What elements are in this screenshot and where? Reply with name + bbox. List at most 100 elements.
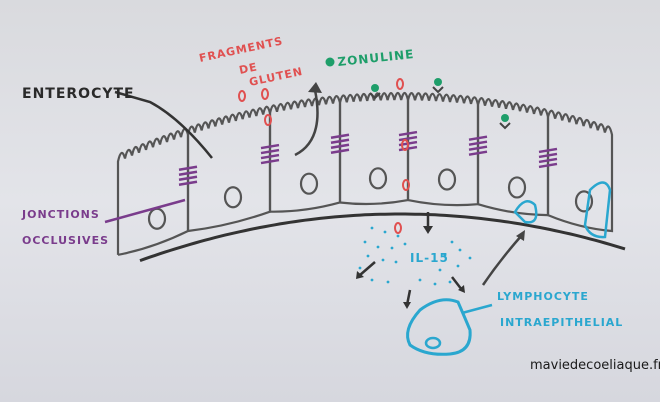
junction-mark — [468, 135, 488, 141]
de-label: DE — [238, 60, 259, 77]
zonuline-label: ZONULINE — [337, 47, 415, 69]
zonuline-molecule — [371, 84, 379, 92]
junction-mark — [330, 148, 350, 155]
il15-dot — [386, 280, 390, 284]
zonuline-dot-icon — [325, 57, 335, 67]
junction-mark — [260, 143, 280, 150]
nucleus — [223, 186, 243, 209]
nucleus — [147, 207, 167, 230]
arrowhead-icon — [458, 285, 465, 293]
il15-dot — [433, 282, 437, 286]
il15-dot — [370, 226, 374, 230]
junction-mark — [178, 165, 198, 171]
junction-mark — [398, 130, 418, 137]
il15-dot — [396, 234, 400, 238]
zonuline-receptor — [499, 122, 511, 130]
nucleus — [368, 167, 388, 190]
junction-mark — [260, 153, 280, 160]
zonuline-receptor — [369, 92, 381, 100]
il15-dot — [438, 268, 442, 272]
il15-dot — [366, 254, 370, 258]
arrowhead-icon — [356, 271, 364, 279]
gluten-fragments — [238, 78, 511, 234]
junction-mark — [330, 133, 350, 140]
zonuline-receptor — [432, 86, 444, 94]
il15-dot — [450, 240, 454, 244]
zonuline-molecule — [501, 114, 509, 122]
il15-dot — [370, 278, 374, 282]
il15-dot — [418, 278, 422, 282]
nucleus — [437, 168, 457, 191]
il15-dot — [363, 240, 367, 244]
il15-dot — [358, 266, 362, 270]
enterocyte — [546, 109, 614, 233]
gluten-fragment — [261, 88, 269, 100]
intraepithelial-label: INTRAEPITHELIAL — [500, 316, 623, 329]
enterocyte-label: ENTEROCYTE — [22, 86, 135, 102]
gluten-fragment — [402, 179, 410, 191]
junction-mark — [330, 143, 350, 150]
gluten-fragment — [394, 222, 402, 234]
lymphocyte-leader-line — [461, 303, 493, 315]
enterocyte — [406, 92, 480, 207]
nucleus — [574, 190, 594, 213]
junction-mark — [468, 140, 488, 146]
enterocyte — [268, 95, 342, 213]
enterocyte — [186, 105, 272, 233]
il15-dot — [468, 256, 472, 260]
gluten-passage-arrow — [294, 89, 319, 157]
junction-mark — [538, 162, 558, 169]
basement-membrane — [139, 212, 626, 263]
il15-arrow-left — [359, 261, 376, 276]
lymphocyte-nucleus — [424, 336, 442, 350]
gluten-fragment — [401, 139, 409, 151]
il15-dot — [448, 280, 452, 284]
il15-dot — [443, 253, 447, 257]
junction-mark — [468, 145, 488, 151]
zonuline-molecule — [434, 78, 442, 86]
enterocyte — [338, 91, 410, 206]
enterocyte — [476, 97, 550, 217]
intraepithelial-lymphocyte — [513, 200, 538, 224]
junction-mark — [178, 180, 198, 186]
fragments-label: FRAGMENTS — [198, 34, 284, 65]
il15-dots — [358, 226, 472, 286]
lymphocyte-migration-arrow — [481, 234, 523, 286]
gluten-fragment — [264, 114, 272, 126]
lymphocyte-label: LYMPHOCYTE — [497, 290, 589, 303]
junction-mark — [468, 150, 488, 156]
junction-mark — [398, 135, 418, 142]
enterocyte-leader-line — [114, 90, 213, 159]
junction-mark — [260, 148, 280, 155]
arrowhead-icon — [516, 230, 525, 241]
occlusives-label: OCCLUSIVES — [22, 234, 109, 247]
lymphocyte-cell — [406, 298, 472, 356]
il15-dot — [376, 245, 380, 249]
website-credit: maviedecoeliaque.fr — [530, 358, 660, 373]
il15-arrow-right — [451, 276, 463, 291]
nucleus — [507, 176, 527, 199]
junction-mark — [538, 152, 558, 159]
arrowhead-icon — [423, 226, 433, 234]
junction-mark — [178, 170, 198, 176]
il15-dot — [383, 230, 387, 234]
junction-mark — [330, 138, 350, 145]
jonctions-label: JONCTIONS — [21, 208, 100, 221]
il15-dot — [403, 242, 407, 246]
gluten-fragment — [238, 90, 246, 102]
il15-dot — [456, 264, 460, 268]
junction-leader-line — [104, 198, 186, 224]
il15-dot — [390, 246, 394, 250]
arrowhead-icon — [308, 82, 322, 93]
junction-mark — [538, 157, 558, 164]
il15-label: IL-15 — [410, 251, 449, 265]
enterocyte-cells — [116, 91, 626, 263]
il15-dot — [458, 248, 462, 252]
intraepithelial-lymphocyte — [583, 181, 612, 239]
nucleus — [299, 172, 319, 195]
tight-junctions — [178, 130, 558, 186]
gluten-fragment — [396, 78, 404, 90]
junction-mark — [178, 175, 198, 181]
